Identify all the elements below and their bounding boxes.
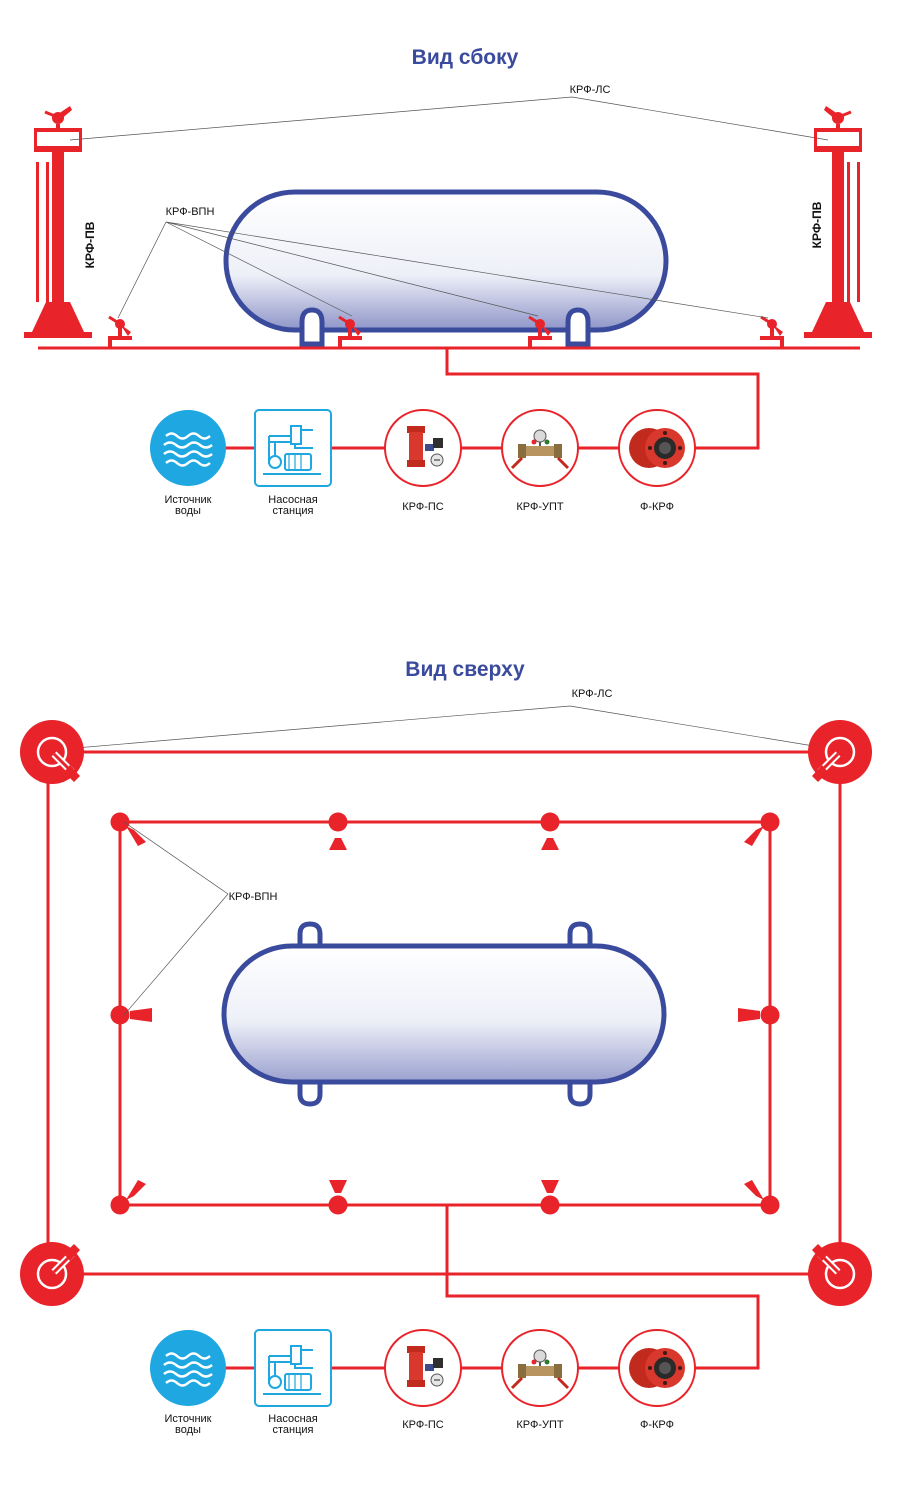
- top-water-source-label-2: воды: [175, 1424, 201, 1436]
- side-nozzle-4: [758, 315, 786, 340]
- side-krf-ps-label: КРФ-ПС: [402, 501, 444, 513]
- side-water-source-icon: [148, 408, 228, 488]
- top-pump-station-label-1: Насосная: [268, 1413, 317, 1425]
- side-krf-ps-icon: [384, 409, 462, 487]
- top-lafet-bottom-left: [20, 1242, 84, 1306]
- side-pump-station-icon: [254, 409, 332, 487]
- side-water-source-label-1: Источник: [165, 494, 212, 506]
- top-water-source-icon: [148, 1328, 228, 1408]
- side-tower-left: [22, 104, 94, 340]
- side-nozzle-posts: [108, 338, 784, 348]
- top-lafet-label: КРФ-ЛС: [572, 688, 613, 700]
- top-lafet-leader-lines: [51, 705, 839, 751]
- side-view-title: Вид сбоку: [412, 46, 519, 69]
- top-lafet-top-left: [20, 720, 84, 784]
- side-f-krf-icon: [618, 409, 696, 487]
- top-krf-upt-label: КРФ-УПТ: [516, 1419, 564, 1431]
- side-nozzle-1: [106, 315, 134, 340]
- side-feed-pipe: [445, 348, 760, 450]
- top-water-source-label-1: Источник: [165, 1413, 212, 1425]
- top-feed-pipe: [445, 1205, 760, 1370]
- top-nozzles: [110, 812, 780, 1215]
- side-tank: [223, 189, 669, 347]
- side-krf-upt-label: КРФ-УПТ: [516, 501, 564, 513]
- top-krf-upt-icon: [500, 1328, 580, 1408]
- top-lafet-bottom-right: [808, 1242, 872, 1306]
- side-f-krf-label: Ф-КРФ: [640, 501, 674, 513]
- side-pump-station-label-2: станция: [272, 505, 313, 517]
- top-nozzle-label: КРФ-ВПН: [229, 891, 278, 903]
- top-lafet-top-right: [808, 720, 872, 784]
- side-water-source-label-2: воды: [175, 505, 201, 517]
- side-pump-station-label-1: Насосная: [268, 494, 317, 506]
- side-nozzle-leader-lines: [117, 221, 769, 319]
- top-tank: [221, 921, 667, 1107]
- top-nozzle-leader-lines: [123, 821, 229, 1016]
- side-tower-right-label: КРФ-ПВ: [810, 201, 824, 248]
- top-krf-ps-label: КРФ-ПС: [402, 1419, 444, 1431]
- side-lafet-leader-lines: [69, 96, 829, 141]
- top-pump-station-icon: [254, 1329, 332, 1407]
- top-f-krf-icon: [618, 1329, 696, 1407]
- top-f-krf-label: Ф-КРФ: [640, 1419, 674, 1431]
- top-view-title: Вид сверху: [405, 658, 525, 681]
- top-krf-ps-icon: [384, 1329, 462, 1407]
- side-krf-upt-icon: [500, 408, 580, 488]
- top-pump-station-label-2: станция: [272, 1424, 313, 1436]
- side-lafet-label: КРФ-ЛС: [570, 84, 611, 96]
- side-nozzle-label: КРФ-ВПН: [166, 206, 215, 218]
- side-tower-left-label: КРФ-ПВ: [83, 221, 97, 268]
